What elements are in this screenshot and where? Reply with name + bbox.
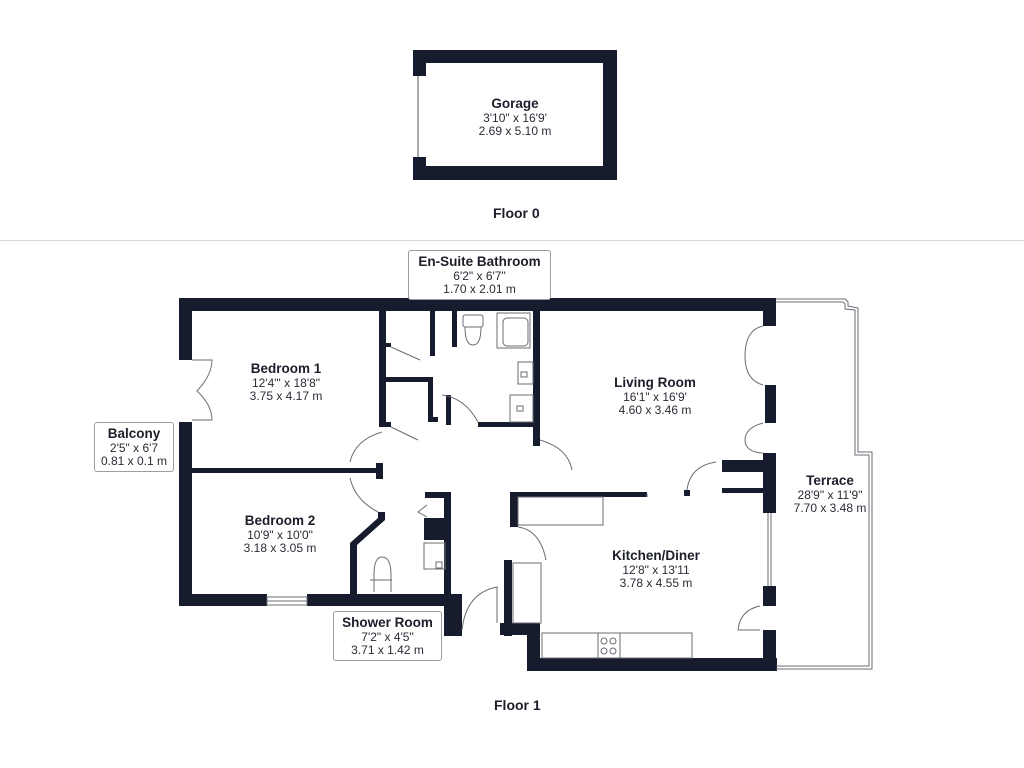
garage-walls: [413, 50, 617, 180]
room-imperial: 6'2" x 6'7": [453, 269, 506, 283]
room-name: Living Room: [614, 375, 696, 390]
room-name: Balcony: [107, 426, 161, 441]
room-imperial: 3'10" x 16'9': [483, 111, 547, 125]
room-metric: 7.70 x 3.48 m: [793, 501, 867, 515]
room-label-bedroom-2: Bedroom 2 10'9" x 10'0" 3.18 x 3.05 m: [220, 513, 340, 555]
room-label-bedroom-1: Bedroom 1 12'4"' x 18'8" 3.75 x 4.17 m: [226, 361, 346, 403]
room-metric: 3.71 x 1.42 m: [351, 643, 424, 657]
room-metric: 3.75 x 4.17 m: [249, 389, 323, 403]
room-name: Terrace: [806, 473, 854, 488]
room-metric: 4.60 x 3.46 m: [618, 403, 692, 417]
room-imperial: 28'9" x 11'9": [797, 488, 863, 502]
room-metric: 0.81 x 0.1 m: [100, 454, 168, 468]
room-label-terrace: Terrace 28'9" x 11'9" 7.70 x 3.48 m: [780, 473, 880, 515]
room-label-shower-room: Shower Room 7'2" x 4'5" 3.71 x 1.42 m: [333, 611, 442, 661]
room-name: Gorage: [491, 96, 539, 111]
room-imperial: 10'9" x 10'0": [247, 528, 313, 542]
room-name: Kitchen/Diner: [612, 548, 700, 563]
floor-1-title: Floor 1: [494, 697, 541, 713]
room-metric: 1.70 x 2.01 m: [443, 282, 516, 296]
floor-0-title: Floor 0: [493, 205, 540, 221]
room-metric: 2.69 x 5.10 m: [478, 124, 552, 138]
room-imperial: 2'5" x 6'7: [109, 441, 159, 455]
room-name: Bedroom 1: [250, 361, 322, 376]
room-label-balcony: Balcony 2'5" x 6'7 0.81 x 0.1 m: [94, 422, 174, 472]
room-label-ensuite: En-Suite Bathroom 6'2" x 6'7" 1.70 x 2.0…: [408, 250, 551, 300]
room-imperial: 12'8" x 13'11: [622, 563, 690, 577]
room-metric: 3.78 x 4.55 m: [619, 576, 693, 590]
floor-divider: [0, 240, 1024, 241]
room-name: Bedroom 2: [244, 513, 316, 528]
room-imperial: 16'1" x 16'9': [623, 390, 687, 404]
floor1-walls: [179, 298, 777, 671]
room-label-garage: Gorage 3'10" x 16'9' 2.69 x 5.10 m: [455, 96, 575, 138]
room-name: En-Suite Bathroom: [418, 254, 541, 269]
room-label-kitchen-diner: Kitchen/Diner 12'8" x 13'11 3.78 x 4.55 …: [596, 548, 716, 590]
room-imperial: 12'4"' x 18'8": [251, 376, 321, 390]
room-imperial: 7'2" x 4'5": [361, 630, 414, 644]
room-name: Shower Room: [342, 615, 433, 630]
room-label-living-room: Living Room 16'1" x 16'9' 4.60 x 3.46 m: [595, 375, 715, 417]
fixtures: [192, 298, 873, 670]
room-metric: 3.18 x 3.05 m: [243, 541, 317, 555]
